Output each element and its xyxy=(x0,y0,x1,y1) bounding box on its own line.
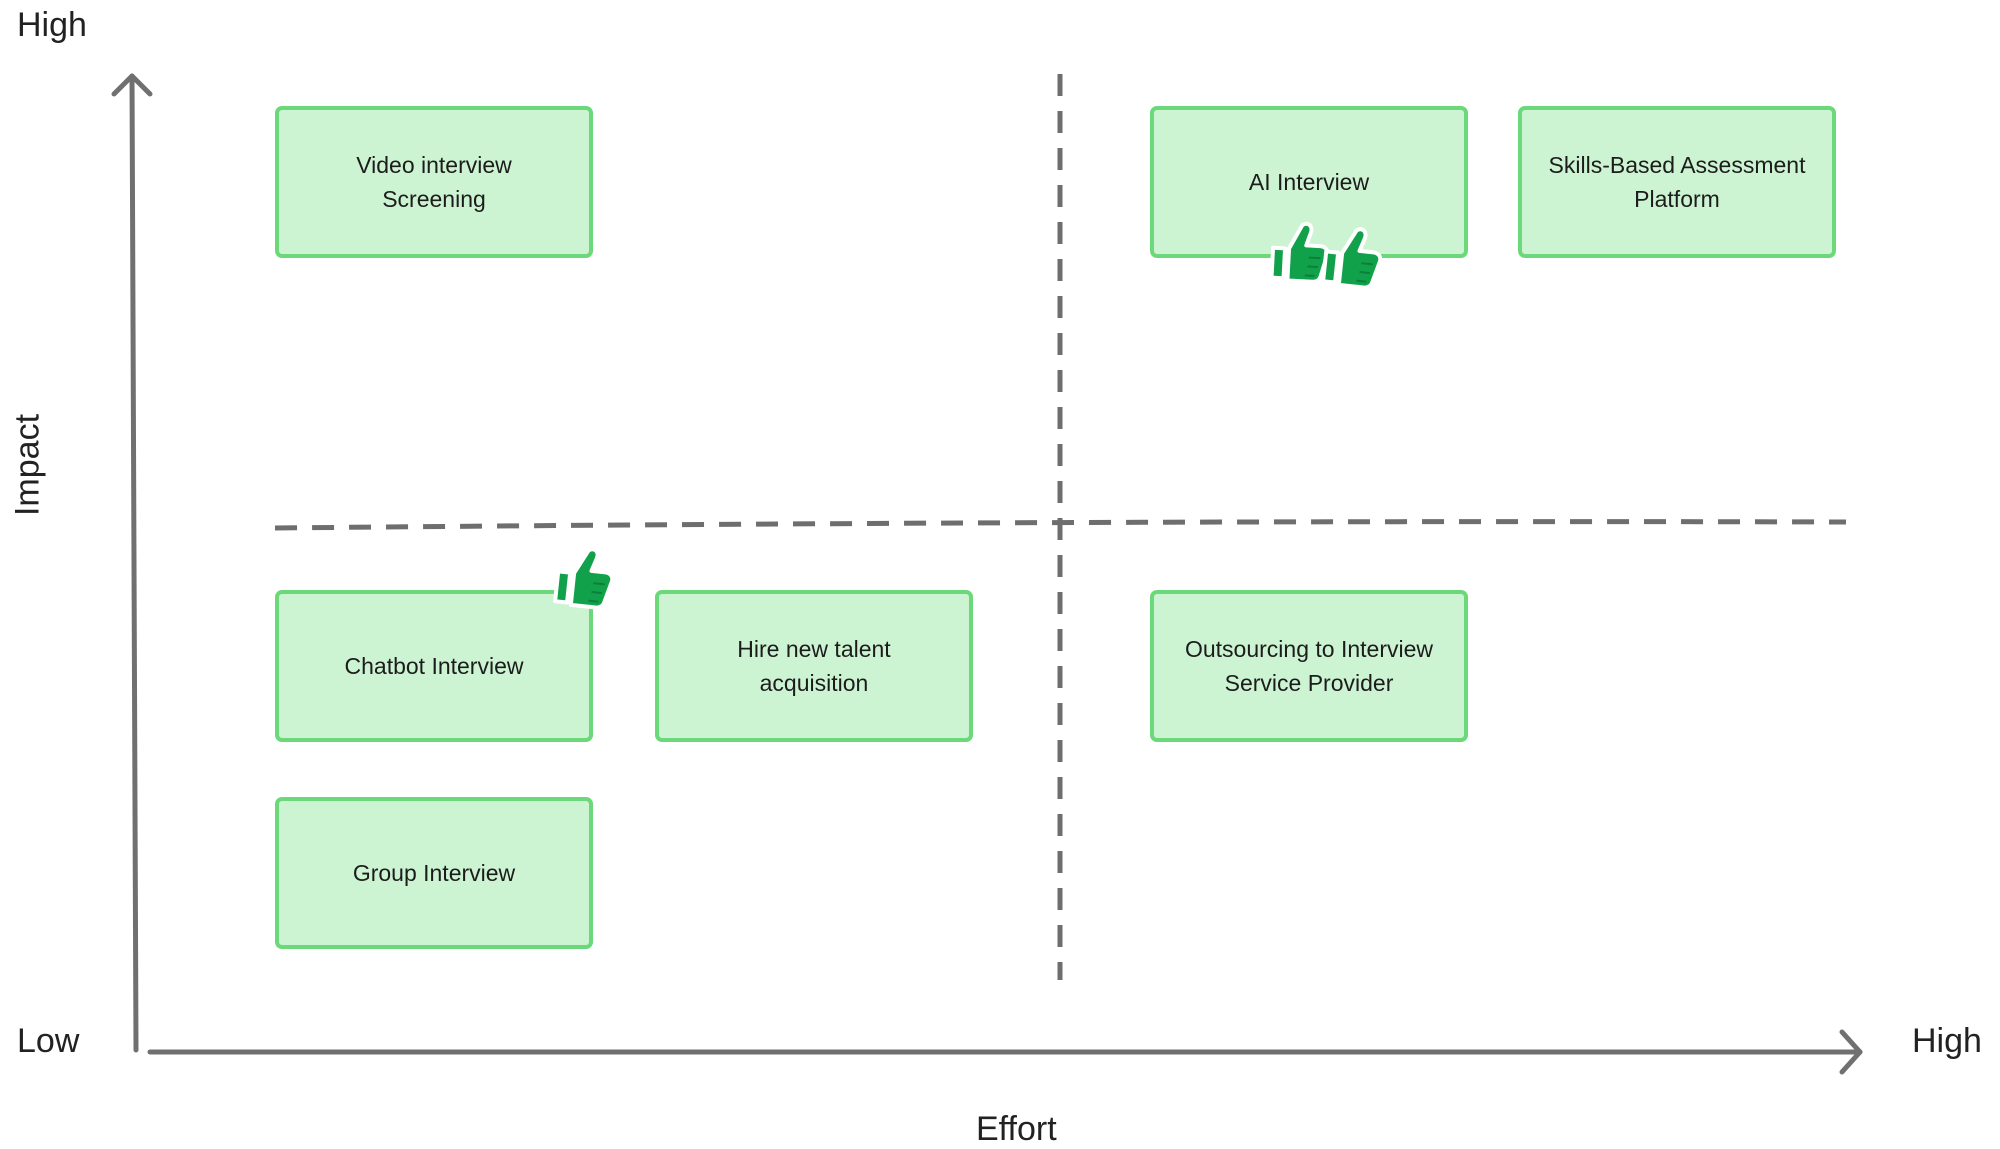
y-axis-high-label: High xyxy=(17,6,87,44)
card-video-interview-screening[interactable]: Video interview Screening xyxy=(275,106,593,258)
card-label: Group Interview xyxy=(352,860,516,886)
thumbs-up-icon xyxy=(553,547,615,610)
card-label: Skills-Based Assessment Platform xyxy=(1548,152,1806,212)
card-outsourcing[interactable]: Outsourcing to Interview Service Provide… xyxy=(1150,590,1468,742)
card-hire-new-talent[interactable]: Hire new talent acquisition xyxy=(655,590,973,742)
axis-low-label: Low xyxy=(17,1022,80,1060)
card-label: Outsourcing to Interview Service Provide… xyxy=(1184,636,1433,696)
card-label: Chatbot Interview xyxy=(344,653,524,679)
horizontal-divider xyxy=(274,519,1847,531)
card-group-interview[interactable]: Group Interview xyxy=(275,797,593,949)
card-chatbot-interview[interactable]: Chatbot Interview xyxy=(275,590,593,742)
card-skills-based-assessment[interactable]: Skills-Based Assessment Platform xyxy=(1518,106,1836,258)
y-axis xyxy=(111,73,153,1053)
card-label: Hire new talent acquisition xyxy=(737,636,891,696)
card-ai-interview[interactable]: AI Interview xyxy=(1150,106,1468,258)
x-axis xyxy=(147,1029,1863,1075)
x-axis-high-label: High xyxy=(1912,1022,1982,1060)
x-axis-title: Effort xyxy=(976,1110,1057,1148)
thumbs-up-icon xyxy=(1321,227,1383,290)
card-label: Video interview Screening xyxy=(356,152,512,212)
card-label: AI Interview xyxy=(1248,169,1370,195)
